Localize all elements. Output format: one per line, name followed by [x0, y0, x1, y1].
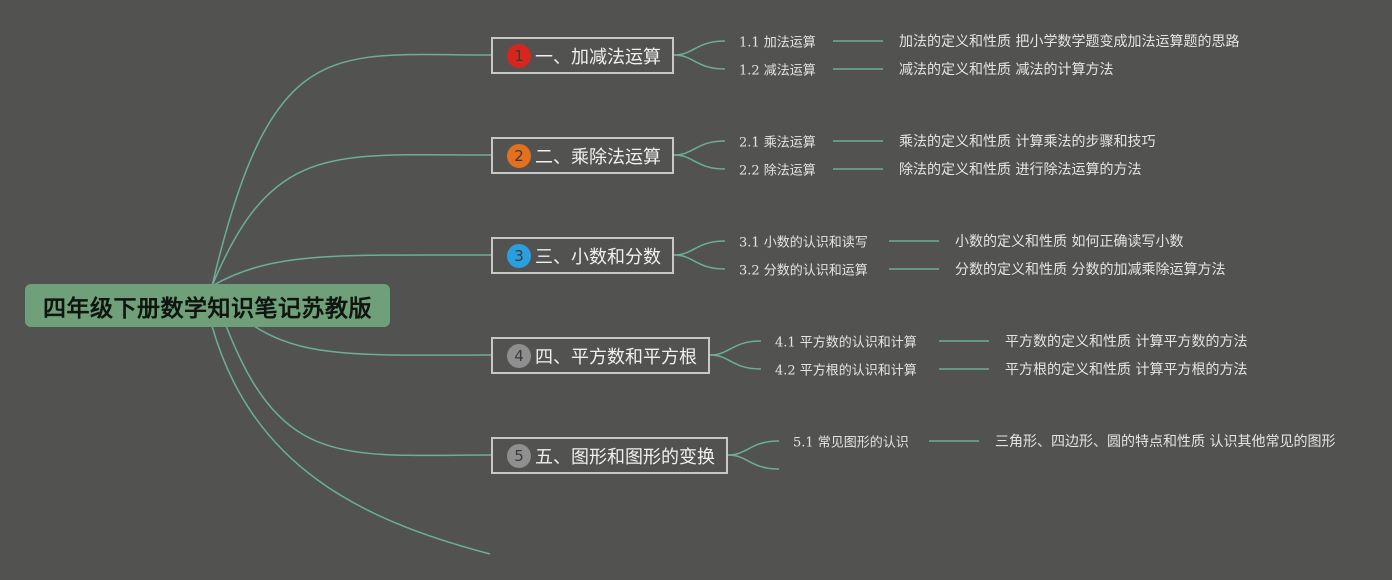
detail-node[interactable]: 减法的定义和性质 减法的计算方法 — [899, 62, 1114, 78]
detail-node[interactable]: 加法的定义和性质 把小学数学题变成加法运算题的思路 — [899, 34, 1240, 50]
topic-node-1[interactable]: 1 一、加减法运算 — [491, 37, 674, 74]
detail-node[interactable]: 三角形、四边形、圆的特点和性质 认识其他常见的图形 — [995, 434, 1336, 450]
subtopic-node[interactable]: 3.1 小数的认识和读写 — [739, 235, 868, 251]
subtopic-node[interactable]: 5.1 常见图形的认识 — [793, 435, 909, 451]
connector-line — [211, 285, 492, 457]
topic-label: 四、平方数和平方根 — [535, 346, 697, 368]
topic-number-badge: 5 — [507, 443, 531, 468]
topic-node-2[interactable]: 2 二、乘除法运算 — [491, 137, 674, 174]
connector-line — [211, 325, 491, 555]
detail-node[interactable]: 小数的定义和性质 如何正确读写小数 — [955, 234, 1184, 250]
detail-node[interactable]: 除法的定义和性质 进行除法运算的方法 — [899, 162, 1142, 178]
connector-line — [709, 354, 762, 370]
connector-line — [673, 240, 726, 256]
root-node[interactable]: 四年级下册数学知识笔记苏教版 — [25, 284, 390, 327]
connector-line — [673, 54, 726, 70]
detail-node[interactable]: 平方数的定义和性质 计算平方数的方法 — [1005, 334, 1248, 350]
connector-line — [673, 154, 726, 170]
subtopic-node[interactable]: 2.2 除法运算 — [739, 163, 816, 179]
subtopic-node[interactable]: 1.1 加法运算 — [739, 35, 816, 51]
topic-number-badge: 2 — [507, 143, 531, 168]
topic-number-badge: 1 — [507, 43, 531, 68]
root-title: 四年级下册数学知识笔记苏教版 — [43, 295, 372, 322]
connector-line — [211, 53, 492, 287]
topic-number-badge: 3 — [507, 243, 531, 268]
topic-node-4[interactable]: 4 四、平方数和平方根 — [491, 337, 710, 374]
topic-node-3[interactable]: 3 三、小数和分数 — [491, 237, 674, 274]
topic-label: 三、小数和分数 — [535, 246, 661, 268]
connector-line — [673, 140, 726, 156]
connector-line — [211, 254, 492, 287]
subtopic-node[interactable]: 1.2 减法运算 — [739, 63, 816, 79]
detail-node[interactable]: 乘法的定义和性质 计算乘法的步骤和技巧 — [899, 134, 1156, 150]
topic-label: 一、加减法运算 — [535, 46, 661, 68]
connector-line — [673, 254, 726, 270]
topic-number-badge: 4 — [507, 343, 531, 368]
detail-node[interactable]: 平方根的定义和性质 计算平方根的方法 — [1005, 362, 1248, 378]
connector-line — [709, 340, 762, 356]
subtopic-node[interactable]: 2.1 乘法运算 — [739, 135, 816, 151]
detail-node[interactable]: 分数的定义和性质 分数的加减乘除运算方法 — [955, 262, 1226, 278]
connector-line — [727, 454, 780, 470]
topic-label: 五、图形和图形的变换 — [535, 446, 715, 468]
subtopic-node[interactable]: 4.1 平方数的认识和计算 — [775, 335, 917, 351]
subtopic-node[interactable]: 4.2 平方根的认识和计算 — [775, 363, 917, 379]
connector-line — [673, 40, 726, 56]
topic-label: 二、乘除法运算 — [535, 146, 661, 168]
subtopic-node[interactable]: 3.2 分数的认识和运算 — [739, 263, 868, 279]
topic-node-5[interactable]: 5 五、图形和图形的变换 — [491, 437, 728, 474]
connector-line — [211, 153, 492, 287]
connector-line — [727, 440, 780, 456]
